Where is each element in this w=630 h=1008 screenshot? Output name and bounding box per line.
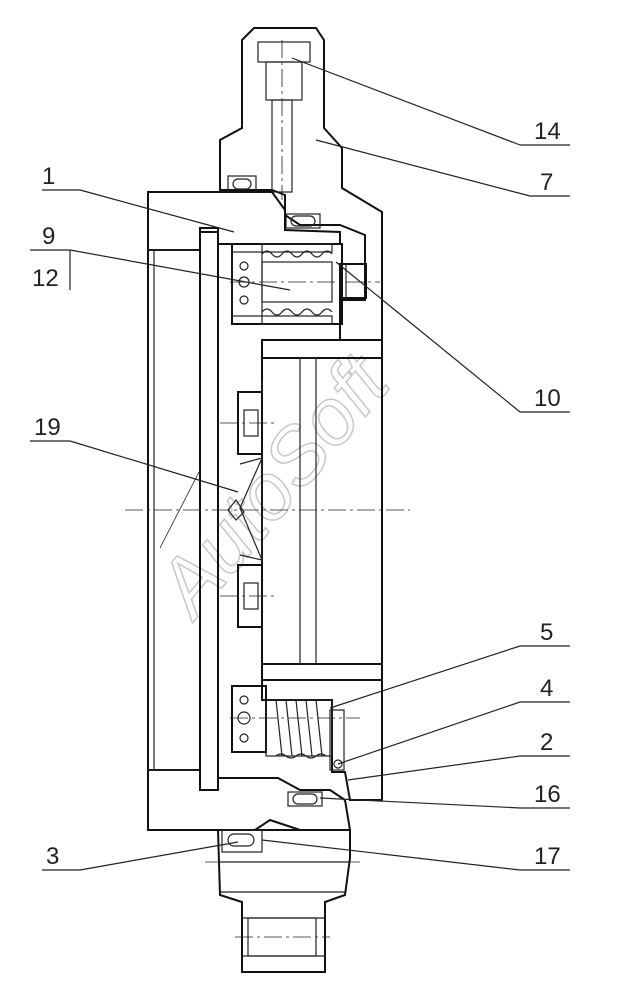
- callout-5: 5: [540, 619, 553, 646]
- spring-assembly-top: [230, 243, 380, 325]
- leader-lines: [30, 57, 570, 871]
- callout-3: 3: [46, 843, 59, 870]
- callout-7: 7: [540, 169, 553, 196]
- housing-part-7: [219, 27, 383, 341]
- callout-17: 17: [534, 843, 561, 870]
- watermark-text: AutoSoft: [137, 337, 407, 634]
- callout-10: 10: [534, 385, 561, 412]
- spring-assembly-bottom: [230, 679, 383, 807]
- callout-19: 19: [34, 414, 61, 441]
- callout-2: 2: [540, 729, 553, 756]
- callout-14: 14: [534, 118, 561, 145]
- bottom-shaft: [205, 829, 360, 973]
- callout-12: 12: [32, 265, 59, 292]
- callout-9: 9: [42, 223, 55, 250]
- watermark: AutoSoft: [137, 336, 408, 635]
- callout-labels: 1 9 12 19 3 14 7 10 5 4 2 16 17: [32, 118, 561, 870]
- callout-1: 1: [42, 163, 55, 190]
- callout-16: 16: [534, 781, 561, 808]
- callout-4: 4: [540, 675, 553, 702]
